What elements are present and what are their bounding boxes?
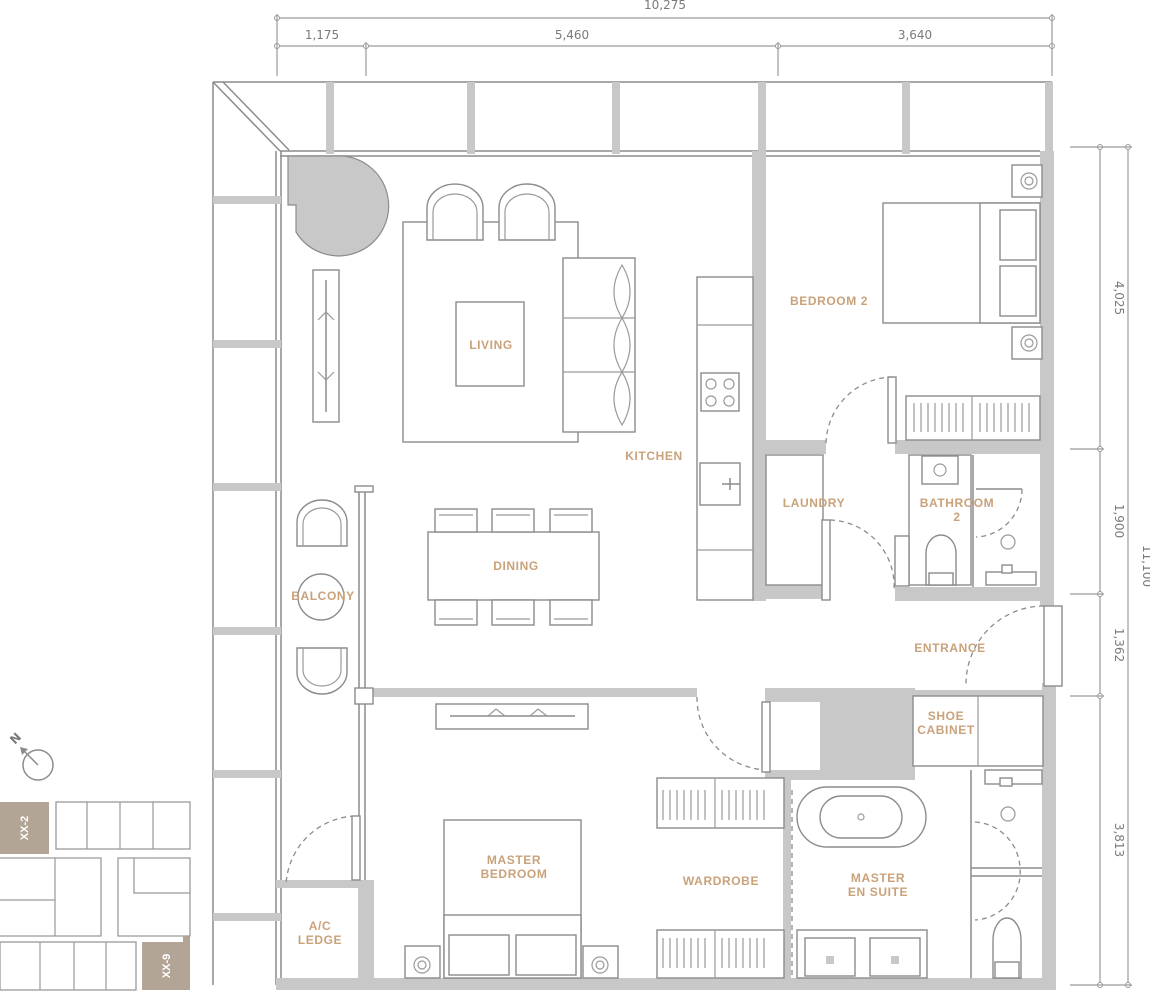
dim-right-1: 4,025 — [1112, 281, 1126, 315]
dim-right-2: 1,900 — [1112, 504, 1126, 538]
balcony-glazing — [354, 485, 374, 880]
room-labels: LIVING KITCHEN DINING BALCONY BEDROOM 2 … — [291, 294, 995, 947]
dim-segment-1: 1,175 — [305, 28, 339, 42]
label-entrance: ENTRANCE — [914, 641, 985, 655]
dimension-lines: 10,275 1,175 5,460 3,640 4,025 1,900 1,3… — [274, 0, 1150, 988]
key-unit-bottom-label: XX-9 — [161, 954, 173, 978]
laundry-area — [765, 454, 895, 601]
wardrobe-units — [656, 777, 785, 979]
label-wardrobe: WARDROBE — [683, 874, 759, 888]
key-unit-top-label: XX-2 — [19, 816, 31, 840]
label-master-bedroom-line2: BEDROOM — [481, 867, 548, 881]
dim-right-3: 1,362 — [1112, 628, 1126, 662]
dim-total-depth: 11,100 — [1140, 545, 1150, 587]
label-bathroom2-line2: 2 — [953, 510, 960, 524]
master-bedroom-furniture — [404, 696, 771, 979]
living-furniture — [312, 183, 636, 443]
dim-segment-3: 3,640 — [898, 28, 932, 42]
round-column — [287, 155, 390, 257]
balcony-furniture — [296, 499, 348, 695]
key-unit-highlight-bottom — [142, 936, 190, 990]
label-shoe-cabinet-line1: SHOE — [928, 709, 964, 723]
label-kitchen: KITCHEN — [625, 449, 683, 463]
key-unit-highlight-top — [0, 802, 49, 854]
dim-right-4: 3,813 — [1112, 823, 1126, 857]
label-ac-ledge-line1: A/C — [309, 919, 331, 933]
label-ac-ledge-line2: LEDGE — [298, 933, 342, 947]
label-bedroom2: BEDROOM 2 — [790, 294, 868, 308]
entrance-door — [965, 605, 1063, 687]
label-master-bedroom-line1: MASTER — [487, 853, 541, 867]
label-shoe-cabinet-line2: CABINET — [917, 723, 975, 737]
label-dining: DINING — [493, 559, 539, 573]
ac-ledge — [285, 815, 361, 887]
bathroom2-fixtures — [894, 454, 1037, 587]
north-arrow-icon: N — [7, 730, 54, 781]
label-bathroom2-line1: BATHROOM — [920, 496, 995, 510]
kitchen-counter — [696, 276, 754, 601]
label-master-ensuite-line2: EN SUITE — [848, 885, 908, 899]
bedroom2-furniture — [825, 164, 1043, 445]
facade — [212, 81, 1053, 985]
dim-total-width: 10,275 — [644, 0, 686, 12]
label-balcony: BALCONY — [291, 589, 355, 603]
label-living: LIVING — [469, 338, 513, 352]
walls — [276, 151, 1056, 990]
north-label: N — [7, 730, 24, 747]
label-laundry: LAUNDRY — [783, 496, 845, 510]
dim-segment-2: 5,460 — [555, 28, 589, 42]
key-plan: XX-2 XX-9 — [0, 801, 191, 991]
master-ensuite-fixtures — [791, 769, 1043, 979]
label-master-ensuite-line1: MASTER — [851, 871, 905, 885]
dining-furniture — [427, 508, 600, 626]
